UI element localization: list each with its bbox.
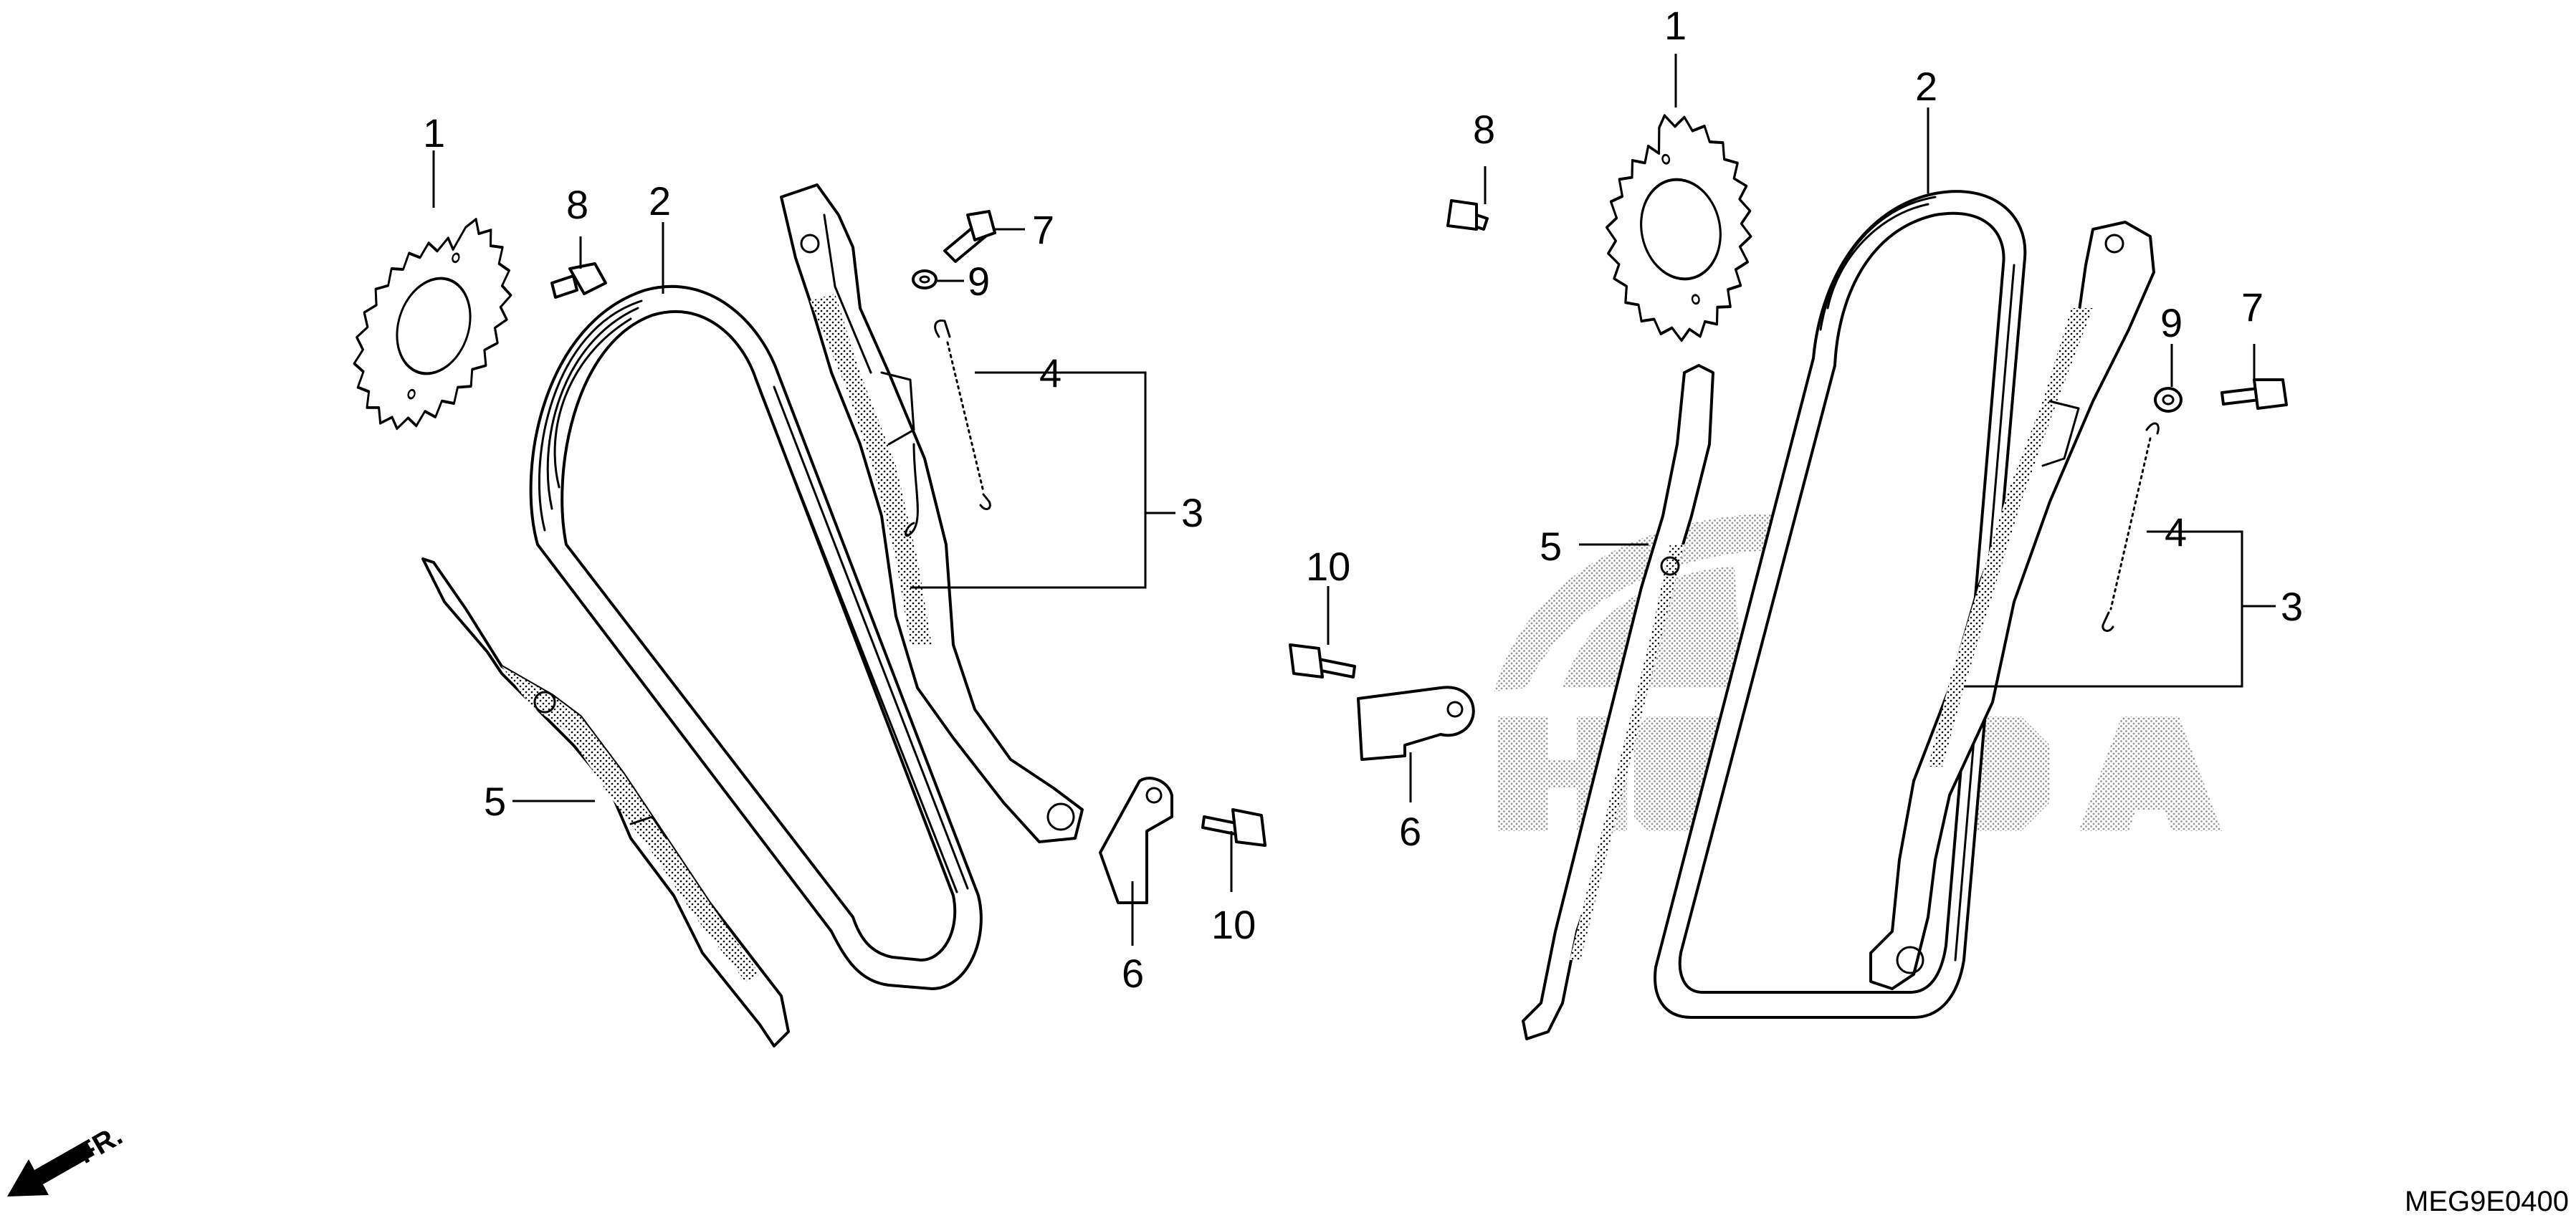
cam-sprocket-right <box>1580 100 1777 353</box>
callout-3-right: 3 <box>2281 584 2303 629</box>
chain-tensioner-right <box>1869 221 2155 990</box>
bolt-7-left <box>943 210 996 263</box>
guide-plate-right <box>1357 686 1475 761</box>
callout-labels: 1 2 3 4 5 6 7 8 9 10 10 6 1 2 3 4 5 7 8 … <box>423 3 2303 996</box>
callout-5-right: 5 <box>1540 524 1562 569</box>
chain-guide-left <box>421 557 790 1047</box>
chain-guide-right <box>1522 364 1714 1040</box>
cam-sprocket-left <box>353 217 512 431</box>
diagram-code: MEG9E0400 <box>2405 1186 2569 1217</box>
leader-lines <box>432 54 2276 946</box>
tensioner-spring-left <box>905 319 991 537</box>
callout-6-right: 6 <box>1399 809 1421 854</box>
callout-2-left: 2 <box>649 178 671 224</box>
callout-2-right: 2 <box>1915 64 1937 109</box>
bolt-7-right <box>2220 378 2288 410</box>
washer-9-left <box>912 269 938 289</box>
front-arrow-indicator: FR. <box>7 1119 128 1197</box>
cam-chain-left <box>529 284 983 990</box>
callout-7-right: 7 <box>2241 284 2263 330</box>
callout-9-right: 9 <box>2160 300 2183 345</box>
bolt-10-left <box>1201 808 1266 847</box>
callout-10-left-bottom: 10 <box>1211 902 1256 947</box>
washer-9-right <box>2154 387 2183 413</box>
callout-1-left: 1 <box>423 110 445 155</box>
callout-8-right: 8 <box>1473 107 1495 152</box>
callout-1-right: 1 <box>1664 3 1687 48</box>
callout-3-left: 3 <box>1181 490 1203 535</box>
callout-5-left: 5 <box>484 779 506 824</box>
chain-tensioner-left <box>780 183 1084 843</box>
front-arrow-icon <box>7 1141 95 1197</box>
bolt-10-right <box>1289 643 1356 678</box>
callout-4-right: 4 <box>2165 509 2187 555</box>
callout-9-left: 9 <box>968 259 990 304</box>
callout-4-left: 4 <box>1039 350 1062 395</box>
guide-plate-left <box>1099 777 1173 904</box>
callout-10-left-center: 10 <box>1306 544 1350 589</box>
bolt-8-left <box>550 262 607 299</box>
bolt-8-right <box>1446 199 1489 231</box>
callout-8-left: 8 <box>566 182 588 227</box>
tensioner-spring-right <box>2102 422 2160 632</box>
callout-6-left: 6 <box>1122 951 1144 996</box>
callout-7-left: 7 <box>1032 207 1054 252</box>
